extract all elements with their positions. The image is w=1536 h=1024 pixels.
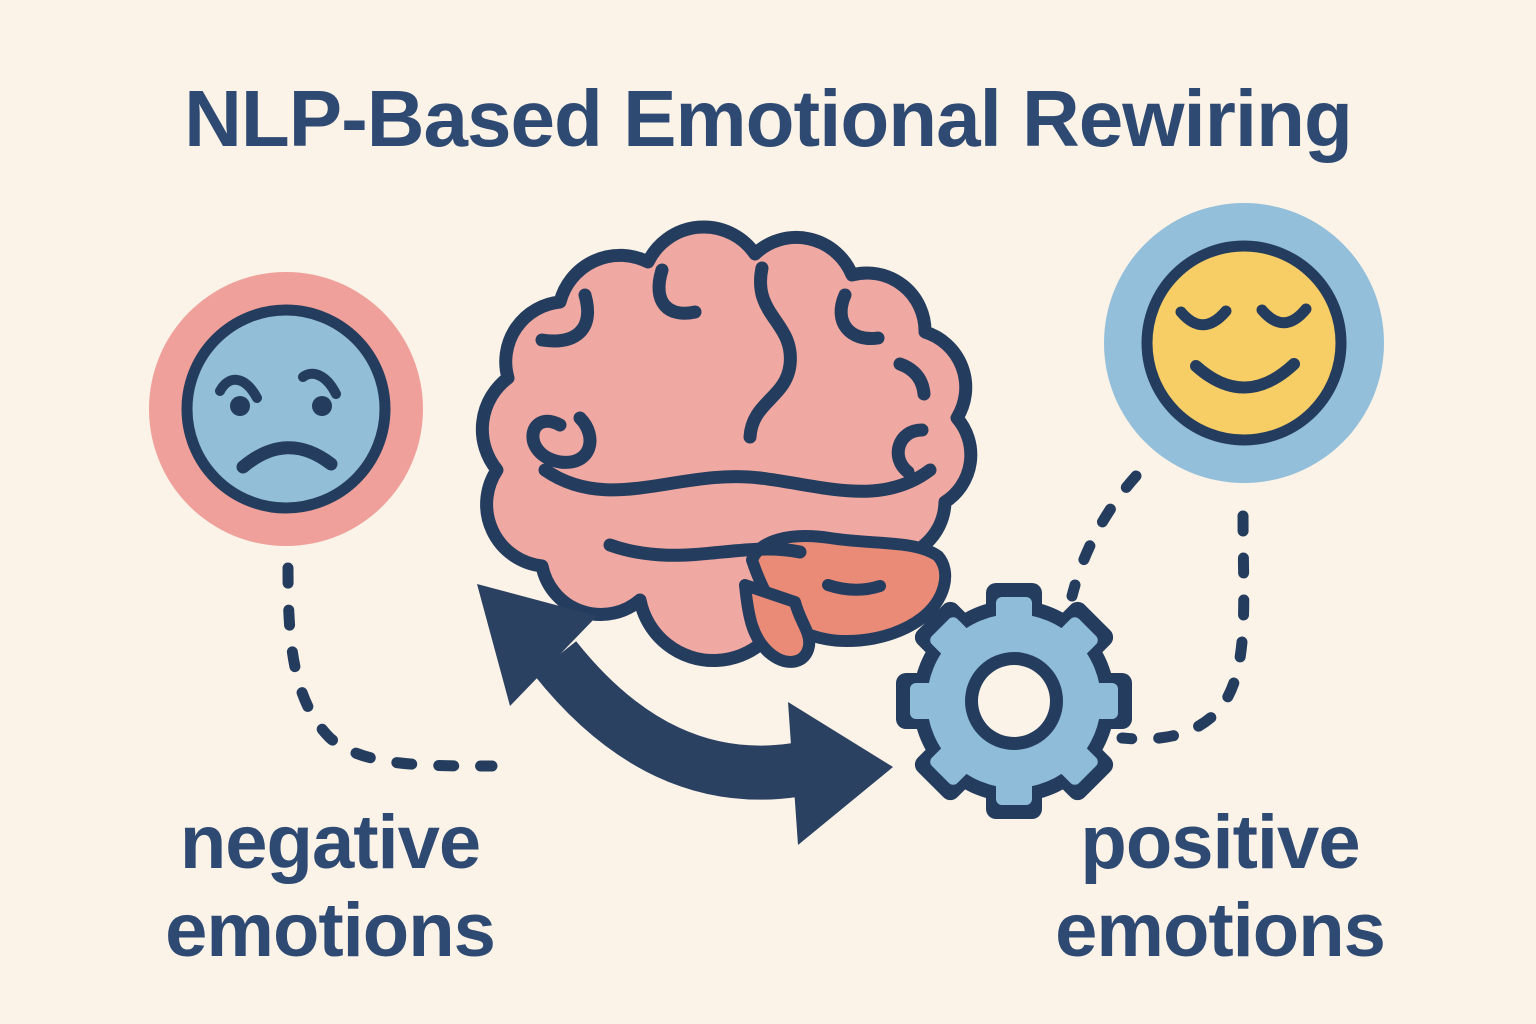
page-title: NLP-Based Emotional Rewiring	[184, 74, 1352, 163]
brain-gyrus-line	[603, 538, 807, 562]
positive-emotions-label-line1: positive	[1080, 800, 1359, 885]
sad-right-eye	[312, 396, 332, 416]
arrow-head-right	[788, 702, 893, 845]
gear-hub-hole	[978, 665, 1050, 737]
happy-face-circle	[1141, 240, 1347, 446]
brain-gyrus-line	[652, 263, 702, 320]
brain-gyrus-line	[538, 463, 937, 498]
sad-right-eyebrow	[298, 368, 341, 399]
sad-frown-mouth	[236, 441, 338, 474]
negative-emotions-label-line1: negative	[180, 800, 480, 885]
cerebellum-fold-line	[822, 579, 886, 596]
brain-gyrus-line	[893, 357, 931, 401]
sad-face-circle	[181, 304, 391, 514]
arrow-curve-body	[533, 641, 799, 800]
negative-emotions-label-line2: emotions	[165, 888, 495, 973]
brain-icon	[475, 220, 978, 668]
right-connector-dashed-line-curve	[1116, 510, 1250, 745]
brain-gyrus-line	[743, 261, 797, 444]
brain-gyrus-line	[535, 288, 595, 348]
brain-gyrus-line	[526, 411, 597, 469]
calm-happy-face-icon	[1104, 203, 1384, 483]
sad-left-eyebrow	[215, 374, 262, 403]
happy-right-closed-eye	[1256, 303, 1312, 329]
arrow-head-upper-left	[477, 584, 597, 706]
happy-smile-mouth	[1190, 358, 1300, 394]
brain-gyrus-line	[891, 423, 929, 479]
brain-gyrus-line	[834, 288, 885, 345]
happy-left-closed-eye	[1175, 305, 1232, 331]
gear-icon	[896, 583, 1132, 819]
positive-emotions-label-line2: emotions	[1055, 888, 1385, 973]
sad-left-eye	[230, 396, 250, 416]
left-connector-dashed-line	[282, 562, 498, 772]
sad-face-icon	[149, 272, 423, 546]
right-connector-dashed-line-diagonal	[1066, 470, 1142, 602]
brain-stem	[739, 579, 816, 668]
curved-double-arrow-icon	[477, 584, 893, 845]
